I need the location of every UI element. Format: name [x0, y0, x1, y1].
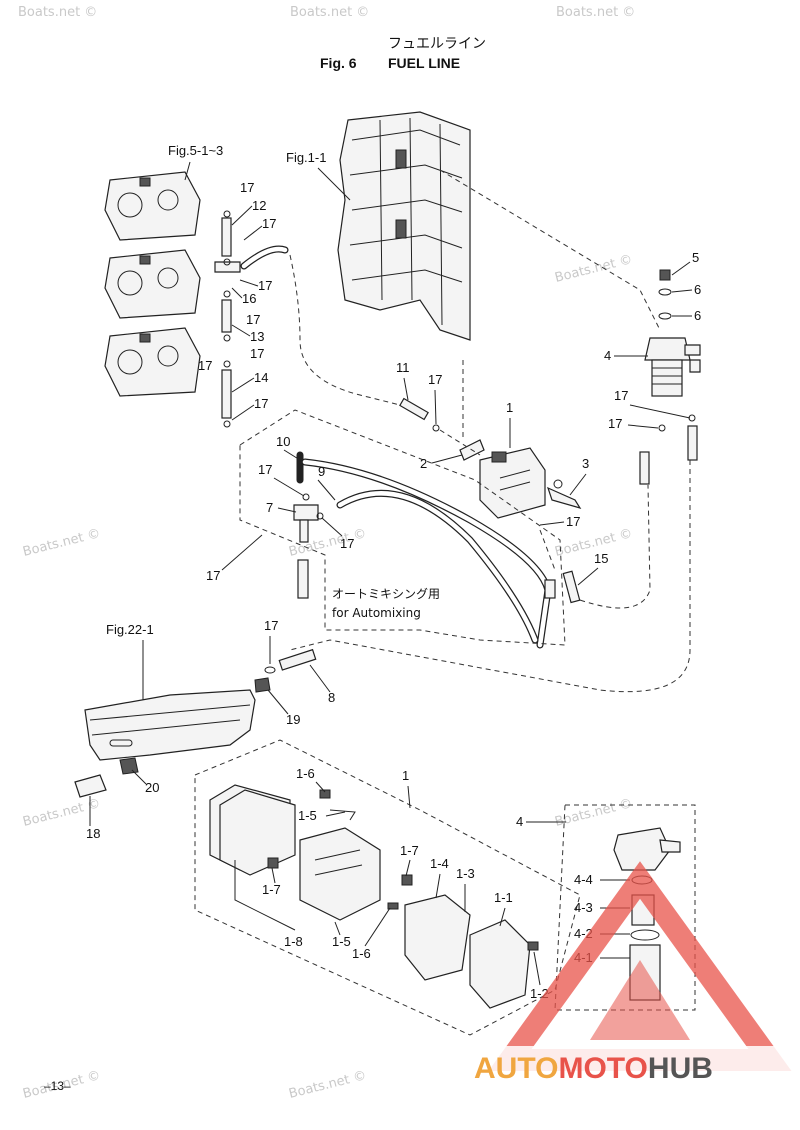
watermark: Boats.net ©	[290, 5, 369, 20]
callout-4-4: 4-4	[574, 872, 593, 887]
page-number: –13–	[44, 1079, 71, 1093]
callout-1: 1	[506, 400, 513, 415]
fuel-pump-illustration	[459, 439, 582, 519]
callout-17: 17	[258, 462, 272, 477]
callout-17: 17	[262, 216, 276, 231]
callout-1-7: 1-7	[400, 843, 419, 858]
callout-1-5: 1-5	[332, 934, 351, 949]
callout-4: 4	[516, 814, 523, 829]
lower-casing-illustration	[74, 648, 317, 798]
watermark: Boats.net ©	[553, 796, 634, 830]
callout-14: 14	[254, 370, 268, 385]
carburetor-hoses	[214, 210, 289, 428]
callout-20: 20	[145, 780, 159, 795]
callout-12: 12	[252, 198, 266, 213]
callout-17: 17	[250, 346, 264, 361]
ref-fig22-1: Fig.22-1	[106, 622, 154, 637]
callout-1-7: 1-7	[262, 882, 281, 897]
automixing-hoses	[293, 451, 556, 649]
callout-2: 2	[420, 456, 427, 471]
title-japanese: フュエルライン	[388, 36, 486, 52]
ref-fig1-1: Fig.1-1	[286, 150, 326, 165]
watermark: Boats.net ©	[287, 1068, 368, 1102]
callout-17: 17	[428, 372, 442, 387]
automixing-note-jp: オートミキシング用	[332, 587, 440, 601]
callout-5: 5	[692, 250, 699, 265]
carburetor-illustrations	[104, 171, 201, 397]
callout-6: 6	[694, 282, 701, 297]
callout-17: 17	[340, 536, 354, 551]
callout-17: 17	[240, 180, 254, 195]
watermark: Boats.net ©	[21, 526, 102, 560]
automixing-note-en: for Automixing	[332, 606, 421, 620]
callout-19: 19	[286, 712, 300, 727]
figure-title: FUEL LINE	[388, 55, 460, 71]
ref-fig5-1-3: Fig.5-1~3	[168, 143, 223, 158]
callout-17: 17	[258, 278, 272, 293]
callout-17: 17	[198, 358, 212, 373]
callout-7: 7	[266, 500, 273, 515]
callout-1-5: 1-5	[298, 808, 317, 823]
hose-15	[562, 570, 581, 604]
callout-1: 1	[402, 768, 409, 783]
watermark: Boats.net ©	[553, 252, 634, 286]
callout-17: 17	[614, 388, 628, 403]
callout-4: 4	[604, 348, 611, 363]
callout-1-8: 1-8	[284, 934, 303, 949]
automixing-border	[239, 409, 566, 646]
callouts: 5 6 6 4 17 17 17 12 17 17 16 17 13 17 17…	[86, 180, 701, 1001]
callout-4-3: 4-3	[574, 900, 593, 915]
callout-17: 17	[566, 514, 580, 529]
callout-18: 18	[86, 826, 100, 841]
callout-11: 11	[396, 360, 410, 375]
callout-17: 17	[608, 416, 622, 431]
logo-text-auto: AUTOMOTOHUB	[474, 1052, 713, 1085]
watermark: Boats.net ©	[556, 5, 635, 20]
fuel-line-routing	[289, 169, 691, 693]
callout-17: 17	[246, 312, 260, 327]
callout-6: 6	[694, 308, 701, 323]
hose-11	[399, 397, 429, 421]
callout-17: 17	[254, 396, 268, 411]
watermarks: Boats.net © Boats.net © Boats.net © Boat…	[18, 5, 635, 1102]
callout-1-6: 1-6	[296, 766, 315, 781]
callout-1-3: 1-3	[456, 866, 475, 881]
automotohub-logo: AUTOMOTOHUB	[470, 861, 792, 1086]
callout-13: 13	[250, 329, 264, 344]
callout-3: 3	[582, 456, 589, 471]
fuel-pump-exploded	[194, 739, 581, 1036]
callout-15: 15	[594, 551, 608, 566]
callout-10: 10	[276, 434, 290, 449]
callout-1-4: 1-4	[430, 856, 449, 871]
callout-9: 9	[318, 464, 325, 479]
figure-number: Fig. 6	[320, 55, 357, 71]
callout-16: 16	[242, 291, 256, 306]
callout-8: 8	[328, 690, 335, 705]
watermark: Boats.net ©	[18, 5, 97, 20]
callout-17: 17	[264, 618, 278, 633]
engine-block-illustration	[337, 111, 471, 341]
callout-17: 17	[206, 568, 220, 583]
callout-1-6: 1-6	[352, 946, 371, 961]
callout-1-1: 1-1	[494, 890, 513, 905]
fuel-filter-illustration	[639, 269, 701, 485]
